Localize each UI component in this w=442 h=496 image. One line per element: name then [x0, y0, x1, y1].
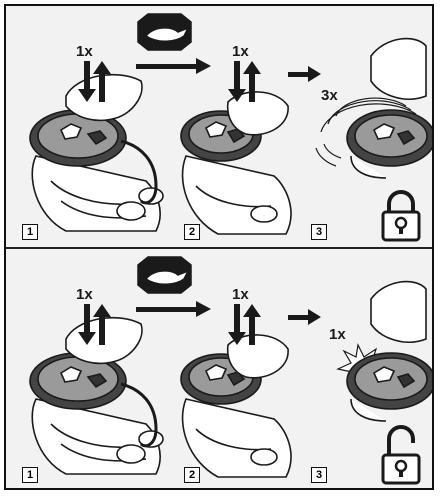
- step-number-box: 1: [22, 224, 38, 240]
- hand-holding-remote-step1: [30, 75, 163, 231]
- step-number-box: 3: [311, 224, 327, 240]
- arrow-right-icon: [288, 66, 321, 82]
- finger-above-remote: [371, 39, 426, 100]
- unlock-procedure-panel: 1x 1x: [6, 249, 432, 490]
- step-number-box: 1: [22, 467, 38, 483]
- running-hare-icon: [138, 14, 191, 50]
- press-count-label: 1x: [76, 286, 93, 303]
- remote-fob-step3: [347, 110, 432, 178]
- step-number-box: 2: [184, 467, 200, 483]
- remote-fob-step3: [347, 353, 432, 421]
- lock-procedure-drawing: 1x: [6, 6, 432, 247]
- arrow-right-icon: [288, 309, 321, 325]
- press-count-label: 1x: [232, 286, 249, 303]
- step-number-box: 3: [311, 467, 327, 483]
- lock-procedure-panel: 1x: [6, 6, 432, 247]
- press-count-label: 1x: [76, 43, 93, 60]
- press-count-label: 1x: [232, 43, 249, 60]
- instruction-diagram: 1x: [4, 4, 434, 490]
- hand-holding-remote-step2: [181, 92, 291, 234]
- unlock-procedure-drawing: 1x 1x: [6, 249, 432, 490]
- arrow-right-icon: [136, 58, 211, 74]
- running-hare-icon: [138, 257, 191, 293]
- step-number-box: 2: [184, 224, 200, 240]
- flash-count-label: 1x: [329, 326, 346, 343]
- hand-holding-remote-step2: [181, 335, 291, 477]
- flash-count-label: 3x: [321, 87, 338, 104]
- lock-closed-icon: [383, 192, 419, 240]
- finger-above-remote: [371, 282, 426, 343]
- arrow-right-icon: [136, 301, 211, 317]
- lock-open-icon: [383, 427, 419, 483]
- hand-holding-remote-step1: [30, 318, 163, 474]
